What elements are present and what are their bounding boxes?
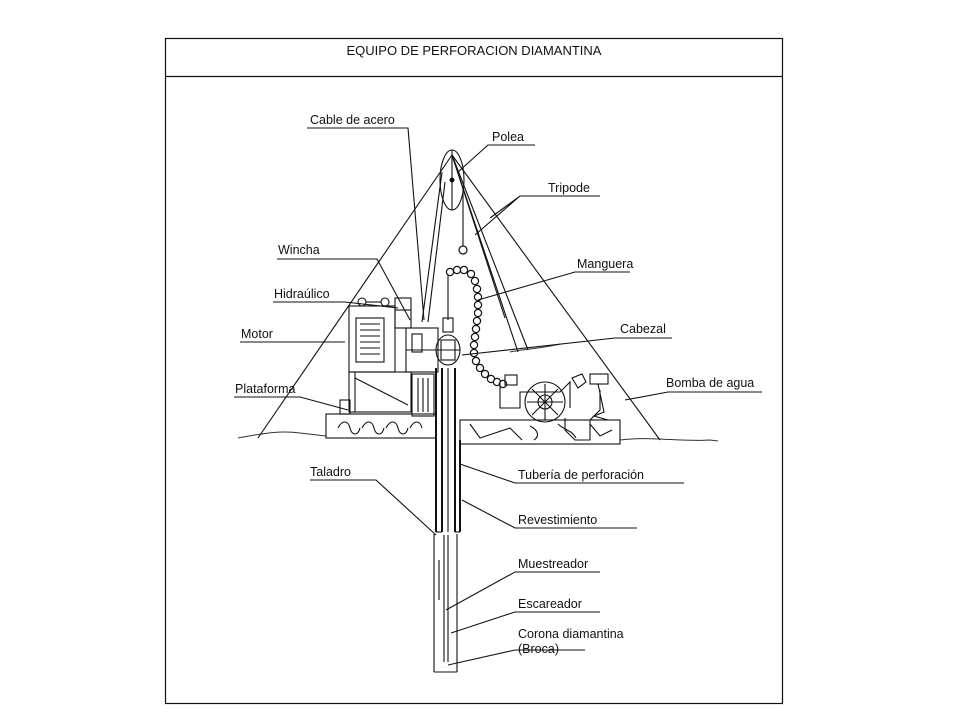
label-manguera: Manguera	[577, 257, 633, 271]
label-cabezal: Cabezal	[620, 322, 666, 336]
label-taladro: Taladro	[310, 465, 351, 479]
base-block-right	[459, 419, 621, 445]
drill-head	[435, 317, 461, 366]
water-pump	[499, 373, 609, 441]
label-corona-diamantina: Corona diamantina	[518, 627, 624, 641]
label-polea: Polea	[492, 130, 524, 144]
steel-cable	[421, 171, 468, 323]
drill-string	[435, 368, 461, 533]
platform-frame	[339, 371, 435, 417]
label-revestimiento: Revestimiento	[518, 513, 597, 527]
diagram-title: EQUIPO DE PERFORACION DIAMANTINA	[347, 43, 602, 58]
leader-lines	[234, 127, 762, 666]
borehole	[433, 534, 458, 673]
label-plataforma: Plataforma	[235, 382, 295, 396]
label-broca: (Broca)	[518, 642, 559, 656]
label-wincha: Wincha	[278, 243, 320, 257]
label-escareador: Escareador	[518, 597, 582, 611]
pulley	[439, 149, 465, 211]
label-motor: Motor	[241, 327, 273, 341]
label-bomba-de-agua: Bomba de agua	[666, 376, 754, 390]
ground-line	[237, 431, 719, 442]
label-tuberia-de-perforacion: Tubería de perforación	[518, 468, 644, 482]
label-tripode: Tripode	[548, 181, 590, 195]
diagram-frame	[164, 37, 784, 705]
label-muestreador: Muestreador	[518, 557, 588, 571]
label-hidraulico: Hidraúlico	[274, 287, 330, 301]
winch	[405, 327, 439, 373]
label-cable-de-acero: Cable de acero	[310, 113, 395, 127]
tripod	[257, 154, 661, 441]
component-labels: Cable de acero Polea Tripode Wincha Mang…	[235, 113, 754, 656]
